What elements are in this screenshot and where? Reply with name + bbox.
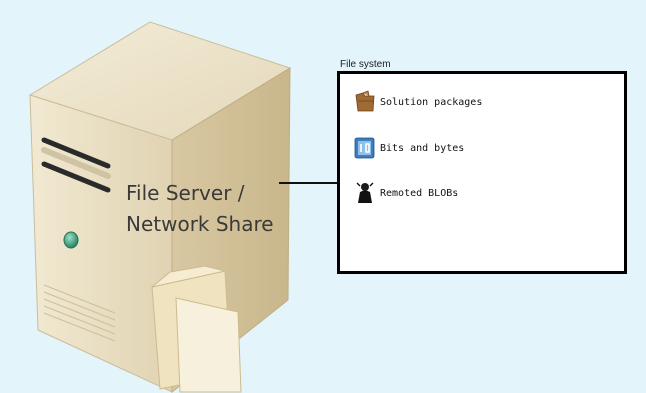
server-label: File Server / Network Share [126,178,274,240]
server-label-line-1: File Server / [126,181,245,205]
power-led-icon [63,231,79,249]
file-system-item-bits-and-bytes: Bits and bytes [354,135,464,161]
package-icon [354,90,376,114]
drive-bay-slot [41,137,111,169]
binary-file-icon [354,136,376,160]
file-system-item-solution-packages: Solution packages [354,89,482,115]
folder-front [175,297,242,393]
connector-line [279,182,337,184]
file-system-item-remoted-blobs: Remoted BLOBs [354,180,458,206]
server-front [29,94,173,393]
file-system-item-label: Remoted BLOBs [380,187,459,199]
file-system-box: Solution packages Bits and bytes Remoted… [337,71,627,274]
file-system-item-label: Solution packages [380,96,483,108]
blob-icon [354,181,376,205]
server-label-line-2: Network Share [126,212,274,236]
folder-tab [151,265,226,288]
file-system-item-label: Bits and bytes [380,142,465,154]
file-system-title: File system [340,59,391,70]
drive-bay-slot [41,161,111,193]
